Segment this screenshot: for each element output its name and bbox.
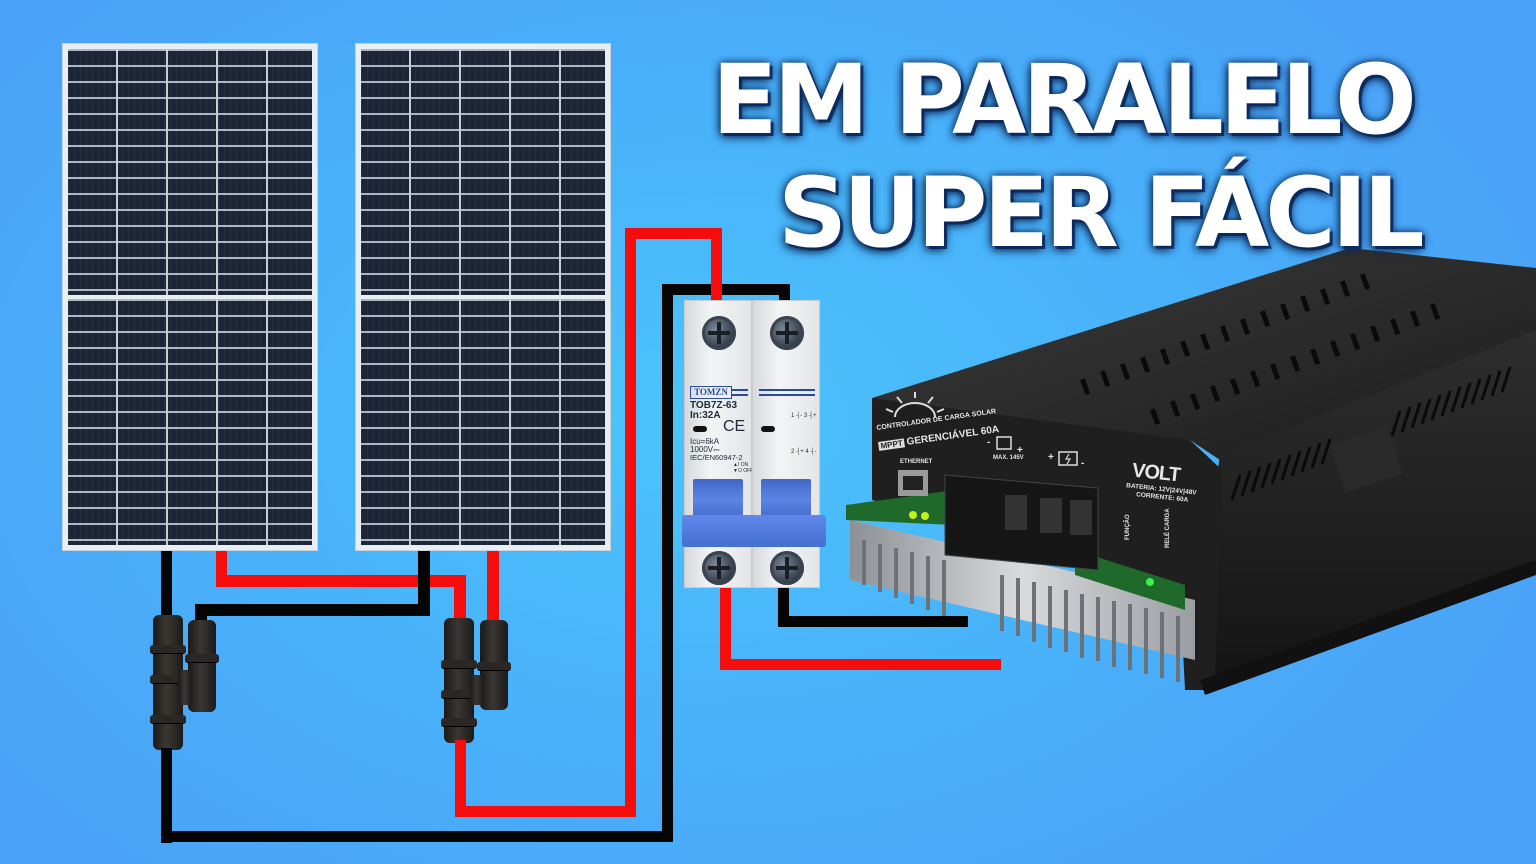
- mc4-y-connector-bridge: [178, 670, 192, 705]
- breaker-indicator: [693, 426, 707, 432]
- side-terminal-block: [1329, 426, 1403, 493]
- battery-icon: [1058, 451, 1078, 466]
- breaker-on-label: ▲I ON: [733, 462, 749, 468]
- terminal-screw-icon: [770, 551, 804, 585]
- mc4-y-connector-branch: [477, 620, 511, 710]
- breaker-terminals-bottom: 2 ┤+ 4 ┤-: [791, 449, 817, 455]
- breaker-off-label: ▼O OFF: [733, 468, 754, 474]
- wire-panel1-negative: [161, 551, 172, 631]
- ethernet-label: ETHERNET: [900, 459, 933, 465]
- solar-input-icon: [996, 436, 1012, 450]
- breaker-terminals-top: 1 ┤- 3 ┤+: [791, 413, 817, 419]
- wire-negative-main: [161, 748, 172, 843]
- panel-cells-bottom: [361, 299, 605, 545]
- battery-plus-label: +: [1048, 452, 1054, 463]
- breaker-voltage: 1000V⎓: [690, 445, 720, 454]
- terminal-screw-icon: [702, 551, 736, 585]
- wire-positive-main: [711, 228, 722, 304]
- wire-panel1-positive: [216, 575, 466, 587]
- panel-cells-bottom: [68, 299, 312, 545]
- wire-breaker-to-controller-positive: [720, 585, 731, 670]
- function-label: FUNÇÃO: [1125, 514, 1131, 540]
- wire-positive-main: [455, 806, 636, 817]
- ce-mark: CE: [723, 418, 746, 435]
- wire-negative-main: [662, 284, 673, 842]
- breaker-toggle-bar[interactable]: [682, 515, 826, 547]
- wire-panel2-negative: [418, 551, 430, 616]
- mc4-y-connector-bridge: [470, 675, 484, 705]
- mc4-y-connector-branch: [185, 620, 219, 712]
- wire-breaker-to-controller-negative: [778, 585, 789, 627]
- breaker-indicator: [761, 426, 775, 432]
- pv-plus-label: +: [1017, 445, 1023, 456]
- title-line-1: EM PARALELO: [712, 44, 1417, 156]
- breaker-brand: TOMZN: [690, 386, 732, 399]
- solar-panel-1: [62, 43, 318, 551]
- terminal-screw-icon: [770, 316, 804, 350]
- dc-circuit-breaker: TOMZN TOB7Z-63 In:32A CE Icu=6kA 1000V⎓ …: [682, 300, 826, 588]
- mc4-y-connector-positive: [441, 618, 477, 743]
- panel-cells-top: [68, 49, 312, 295]
- relay-load-label: RELÉ CARGA: [1165, 508, 1171, 548]
- wire-positive-main: [455, 740, 466, 817]
- breaker-model: TOB7Z-63: [690, 400, 738, 411]
- pv-minus-label: -: [987, 437, 991, 448]
- wire-positive-main: [625, 228, 636, 817]
- title-line-2: SUPER FÁCIL: [778, 157, 1425, 269]
- wire-breaker-to-controller-positive: [720, 659, 1001, 670]
- panel-cells-top: [361, 49, 605, 295]
- battery-minus-label: -: [1081, 458, 1085, 469]
- wire-breaker-to-controller-negative: [778, 616, 968, 627]
- sun-logo-icon: [894, 402, 936, 418]
- terminal-screw-icon: [702, 316, 736, 350]
- wire-negative-main: [779, 284, 790, 304]
- breaker-standard: IEC/EN60947-2: [690, 453, 743, 462]
- wire-negative-main: [161, 831, 673, 842]
- breaker-rating: In:32A: [690, 410, 721, 421]
- wire-positive-main: [625, 228, 722, 239]
- wire-negative-main: [662, 284, 790, 295]
- wire-panel1-positive: [454, 575, 466, 625]
- wire-panel2-positive: [487, 551, 499, 626]
- pv-max-voltage-label: MAX. 145V: [993, 455, 1024, 461]
- breaker-icu: Icu=6kA: [690, 437, 720, 446]
- wire-panel1-positive: [216, 551, 227, 586]
- solar-panel-2: [355, 43, 611, 551]
- wire-panel2-negative: [195, 604, 430, 616]
